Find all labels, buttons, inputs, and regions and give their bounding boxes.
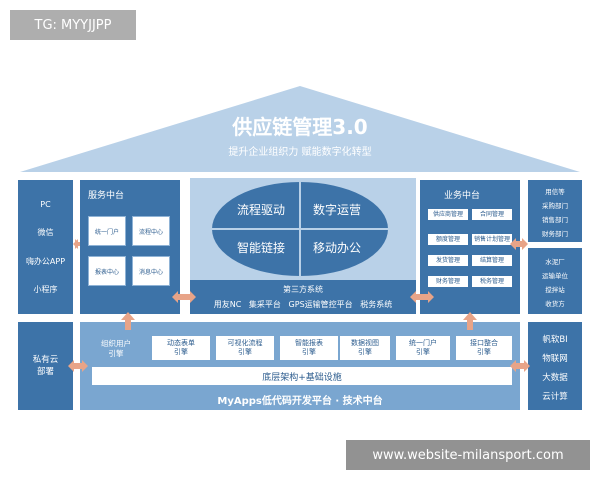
- service-card-process: 流程中心: [132, 216, 170, 246]
- right-bottom-item-bi: 帆软BI: [542, 335, 568, 345]
- right-mid-item-4: 收货方: [545, 300, 565, 308]
- engine-data-view: 数据视图 引擎: [340, 336, 390, 360]
- arrow-left-service-2: [75, 239, 80, 249]
- right-top-item-3: 销售部门: [542, 216, 568, 224]
- engine-interface-integration: 接口整合 引擎: [456, 336, 512, 360]
- watermark-top: TG: MYYJJPP: [10, 10, 136, 40]
- ellipse-item-smart-link: 智能链接: [236, 240, 285, 255]
- third-party-items: 用友NC 集采平台 GPS运输管控平台 税务系统: [213, 299, 393, 309]
- arrow-third-business: [410, 291, 434, 303]
- page-title: 供应链管理3.0: [232, 114, 368, 139]
- right-top-item-2: 采购部门: [542, 202, 568, 210]
- business-card-tax: 税务管理: [472, 276, 512, 287]
- right-partners-panel: [528, 248, 582, 314]
- watermark-bottom: www.website-milansport.com: [346, 440, 590, 470]
- left-item-pc: PC: [40, 200, 51, 209]
- engine-dynamic-form: 动态表单 引擎: [152, 336, 210, 360]
- left-clients-panel: [18, 180, 73, 314]
- center-ellipse: [212, 182, 388, 276]
- private-cloud-label: 私有云 部署: [32, 355, 59, 377]
- right-departments-panel: [528, 180, 582, 242]
- engine-visual-process: 可视化流程 引擎: [216, 336, 274, 360]
- right-bottom-item-bigdata: 大数据: [542, 373, 568, 383]
- right-mid-item-3: 搅拌站: [545, 286, 565, 294]
- right-tech-panel: [528, 322, 582, 410]
- arrow-up-service: [121, 312, 135, 330]
- ellipse-item-digital-ops: 数字运营: [312, 202, 361, 217]
- page-subtitle: 提升企业组织力 赋能数字化转型: [228, 146, 372, 158]
- right-mid-item-1: 水泥厂: [545, 258, 565, 266]
- platform-title: MyApps低代码开发平台 · 技术中台: [217, 395, 383, 407]
- arrow-business-right: [510, 238, 528, 250]
- service-card-report: 报表中心: [88, 256, 126, 286]
- left-item-miniprogram: 小程序: [33, 285, 58, 294]
- business-card-quota: 额度管理: [428, 234, 468, 245]
- service-card-portal: 统一门户: [88, 216, 126, 246]
- right-mid-item-2: 运输单位: [542, 272, 568, 280]
- third-party-title: 第三方系统: [283, 284, 323, 294]
- business-center-title: 业务中台: [444, 191, 481, 201]
- ellipse-item-process-driven: 流程驱动: [236, 202, 285, 217]
- private-cloud-panel: 私有云 部署: [18, 322, 73, 410]
- ellipse-item-mobile-office: 移动办公: [312, 240, 361, 255]
- business-card-settlement: 结算管理: [472, 255, 512, 266]
- infrastructure-bar: 底层架构+基础设施: [92, 367, 512, 385]
- business-card-shipping: 发货管理: [428, 255, 468, 266]
- engine-org-user: 组织用户 引擎: [101, 339, 131, 358]
- engine-smart-report: 智能报表 引擎: [280, 336, 338, 360]
- right-bottom-item-iot: 物联网: [542, 354, 568, 364]
- business-card-supplier: 供应商管理: [428, 209, 468, 220]
- arrow-platform-right: [510, 360, 530, 372]
- business-card-finance: 财务管理: [428, 276, 468, 287]
- arrow-up-business: [463, 312, 477, 330]
- arrow-service-third: [172, 291, 196, 303]
- business-card-sales-plan: 销售计划管理: [472, 234, 512, 245]
- service-card-message: 消息中心: [132, 256, 170, 286]
- service-center-title: 服务中台: [88, 191, 125, 201]
- business-card-contract: 合同管理: [472, 209, 512, 220]
- arrow-left-platform: [68, 360, 88, 372]
- right-top-item-4: 财务部门: [542, 230, 568, 238]
- right-bottom-item-cloud: 云计算: [542, 392, 568, 402]
- left-item-app: 嗨办公APP: [25, 257, 66, 266]
- engine-unified-portal: 统一门户 引擎: [396, 336, 450, 360]
- third-party-panel: [190, 280, 416, 314]
- service-center-panel: [80, 180, 180, 314]
- roof: [20, 86, 580, 172]
- right-top-item-1: 用信等: [545, 188, 565, 196]
- business-center-panel: [420, 180, 520, 314]
- left-item-wechat: 微信: [37, 228, 54, 237]
